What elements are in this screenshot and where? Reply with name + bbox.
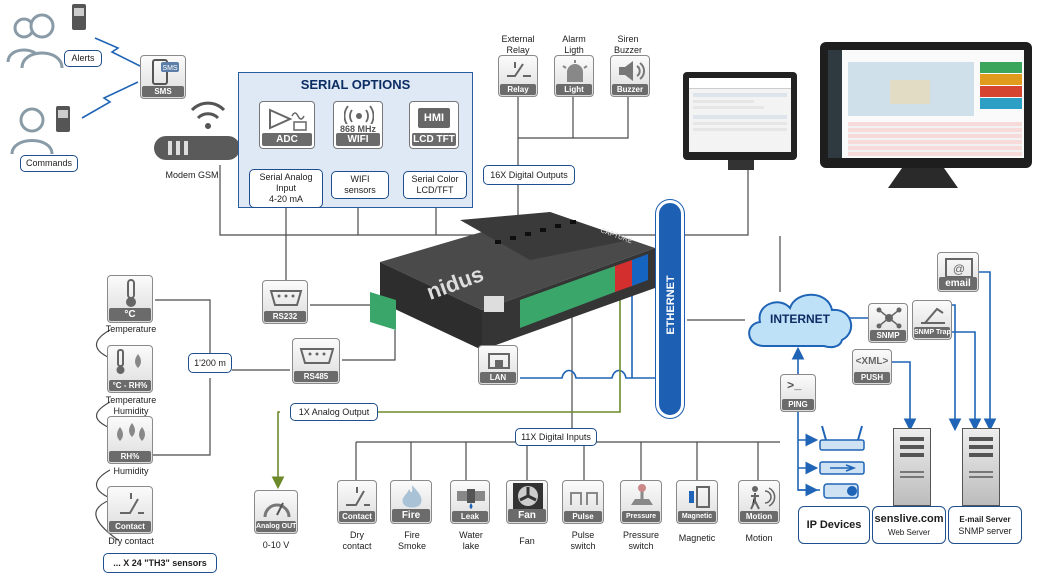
dry-contact-label: Dry contact: [108, 536, 154, 546]
rs485-port-icon: RS485: [292, 338, 340, 384]
nidus-device: nidus CAPTURE: [370, 212, 655, 350]
snmp-icon: SNMP: [868, 303, 908, 343]
alarm-light-icon: Light: [554, 55, 594, 97]
hmi-icon: HMI LCD TFT: [409, 101, 459, 149]
modem-label: Modem GSM: [165, 170, 219, 180]
buzzer-label: Siren Buzzer: [613, 34, 642, 55]
di-motion-label: Motion: [745, 533, 773, 543]
snmp-trap-icon: SNMP Trap: [912, 300, 952, 340]
relay-label: External Relay: [501, 34, 535, 55]
adc-icon: ADC: [259, 101, 315, 149]
adc-caption: Serial Analog Input 4-20 mA: [249, 169, 323, 208]
sms-icon: SMS SMS: [140, 55, 186, 99]
svg-text:@: @: [953, 262, 965, 276]
di-leak-icon: Leak: [450, 480, 490, 524]
th3-sensors-note: ... X 24 "TH3" sensors: [103, 553, 217, 573]
commands-label: Commands: [20, 155, 78, 172]
temp-humidity-sensor-icon: °C - RH%: [107, 345, 153, 393]
di-pulse-label: Pulse switch: [570, 530, 596, 551]
modem-icon: [154, 101, 240, 160]
humidity-sensor-icon: RH%: [107, 416, 153, 464]
ip-devices-box: IP Devices: [798, 506, 870, 544]
web-server-icon: [893, 428, 931, 506]
internet-label: INTERNET: [770, 312, 830, 326]
laptop-screen: [689, 78, 791, 152]
temp-humidity-label: Temperature Humidity: [105, 395, 157, 416]
internet-cloud: [748, 293, 853, 349]
lan-port-icon: LAN: [478, 345, 518, 385]
wifi-caption: WIFI sensors: [331, 171, 389, 199]
analog-output-box: 1X Analog Output: [290, 403, 378, 421]
di-dry-contact-icon: Contact: [337, 480, 377, 524]
di-fire-icon: Fire: [390, 480, 432, 524]
desktop-stand: [888, 168, 958, 188]
di-motion-icon: Motion: [738, 480, 780, 524]
desktop-screen: [828, 50, 1024, 158]
laptop-stand: [728, 160, 754, 170]
ping-icon: >_ PING: [780, 374, 816, 412]
laptop-monitor: [683, 72, 797, 160]
distance-label: 1'200 m: [188, 353, 232, 373]
digital-outputs-box: 16X Digital Outputs: [483, 165, 575, 185]
email-server-box: E-mail Server SNMP server: [948, 506, 1022, 544]
di-fan-icon: Fan: [506, 480, 548, 524]
light-label: Alarm Ligth: [562, 34, 586, 55]
ip-devices-icons: [819, 425, 865, 499]
serial-options-panel: SERIAL OPTIONS ADC 868 MHz WIFI HMI LCD …: [238, 72, 473, 208]
rs232-port-icon: RS232: [262, 280, 308, 324]
temperature-sensor-icon: °C: [107, 275, 153, 323]
relay-icon: Relay: [498, 55, 538, 97]
person-commands-icon: [10, 106, 70, 155]
email-icon: @ email: [937, 252, 979, 292]
alerts-label: Alerts: [64, 50, 102, 67]
di-pressure-label: Pressure switch: [622, 530, 659, 551]
di-magnetic-label: Magnetic: [678, 533, 716, 543]
email-server-icon: [962, 428, 1000, 506]
di-leak-label: Water lake: [459, 530, 483, 551]
di-magnetic-icon: Magnetic: [676, 480, 718, 524]
di-dry-contact-label: Dry contact: [342, 530, 372, 551]
di-fan-label: Fan: [519, 536, 535, 546]
humidity-label: Humidity: [113, 466, 149, 476]
temperature-label: Temperature: [105, 324, 157, 334]
buzzer-icon: Buzzer: [610, 55, 650, 97]
web-server-box: senslive.com Web Server: [872, 506, 946, 544]
analog-out-icon: Analog OUT: [254, 490, 298, 534]
xml-push-icon: <XML> PUSH: [852, 349, 892, 385]
svg-text:SMS: SMS: [162, 65, 178, 72]
ethernet-bus: ETHERNET: [655, 199, 685, 419]
people-alerts-icon: [6, 4, 86, 69]
di-fire-label: Fire Smoke: [397, 530, 426, 551]
di-pressure-icon: Pressure: [620, 480, 662, 524]
wifi-icon: 868 MHz WIFI: [333, 101, 383, 149]
desktop-monitor: [820, 42, 1032, 168]
digital-inputs-box: 11X Digital Inputs: [515, 428, 597, 446]
serial-options-title: SERIAL OPTIONS: [300, 77, 411, 92]
di-pulse-icon: Pulse: [562, 480, 604, 524]
analog-out-label: 0-10 V: [262, 540, 290, 550]
hmi-caption: Serial Color LCD/TFT: [403, 171, 467, 199]
dry-contact-sensor-icon: Contact: [107, 486, 153, 534]
